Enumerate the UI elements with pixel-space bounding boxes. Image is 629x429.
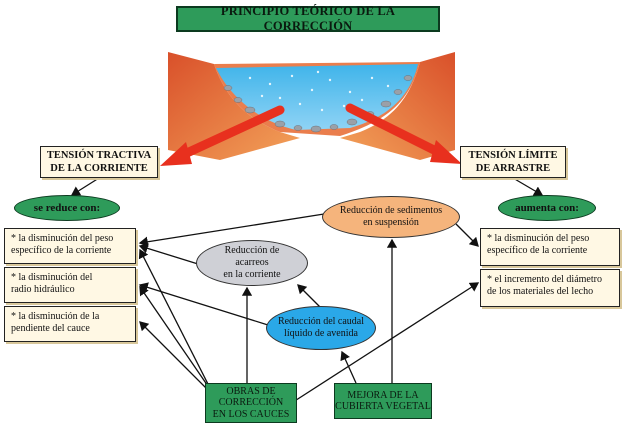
node-line: en suspensión [363,217,419,228]
arrow-sedimentos-left [138,213,325,247]
condition-line: * el incremento del diámetro [487,274,602,285]
arrow-caudal-left [138,282,269,326]
bed-stones [223,75,413,133]
condition-line: * la disminución del peso [487,233,590,244]
right-bank-shape [340,52,455,160]
action-line: OBRAS DE [226,385,276,397]
left-bank-shape [168,52,300,160]
tension-limite-line1: TENSIÓN LÍMITE [468,150,558,161]
node-line: en la corriente [223,269,281,280]
red-arrow-left [160,105,285,166]
arrow-acarreos-left [138,243,199,265]
node-line: Reducción de sedimentos [339,205,443,216]
condition-line: específico de la corriente [11,245,112,256]
tension-tractiva-line1: TENSIÓN TRACTIVA [46,150,152,161]
limite-conditions-list: * la disminución del peso específico de … [480,228,620,310]
reduccion-sedimentos-node: Reducción de sedimentos en suspensión [322,196,460,238]
se-reduce-label: se reduce con: [14,195,120,221]
arrow-obras-list1 [138,248,211,389]
tractiva-condition-item: * la disminución del radio hidráulico [4,267,136,303]
node-line: líquido de avenida [284,328,358,339]
limite-condition-item: * el incremento del diámetro de los mate… [480,269,620,307]
obras-correccion-box: OBRAS DE CORRECCIÓN EN LOS CAUCES [205,383,297,423]
condition-line: * la disminución del [11,272,93,283]
condition-line: * la disminución del peso [11,233,114,244]
connector-tractiva-reduce [70,177,100,196]
arrow-obras-list2 [139,285,213,393]
condition-line: * la disminución de la [11,311,100,322]
tractiva-conditions-list: * la disminución del peso específico de … [4,228,136,345]
tension-limite-line2: DE ARRASTRE [475,163,551,174]
tension-tractiva-box: TENSIÓN TRACTIVA DE LA CORRIENTE [40,146,158,178]
aumenta-label: aumenta con: [498,195,596,221]
connector-limite-aumenta [512,177,544,196]
red-arrow-right [345,103,462,164]
tractiva-condition-item: * la disminución del peso específico de … [4,228,136,264]
water-flecks [248,70,390,112]
reduccion-caudal-node: Reducción del caudal líquido de avenida [266,306,376,350]
condition-line: pendiente del cauce [11,323,90,334]
action-line: EN LOS CAUCES [212,408,290,420]
limite-condition-item: * la disminución del peso específico de … [480,228,620,266]
arrow-obras-right [289,282,480,405]
node-line: Reducción del caudal [277,316,365,327]
tension-limite-box: TENSIÓN LÍMITE DE ARRASTRE [460,146,566,178]
condition-line: de los materiales del lecho [487,286,594,297]
diagram-title: PRINCIPIO TEÓRICO DE LA CORRECCIÓN [176,4,440,33]
arrow-mejora-caudal [340,350,357,384]
action-line: CUBIERTA VEGETAL [335,401,431,412]
arrow-sedimentos-right [455,223,479,247]
arrow-obras-list3 [139,321,215,397]
tractiva-condition-item: * la disminución de la pendiente del cau… [4,306,136,342]
action-line: CORRECCIÓN [218,397,284,409]
node-line: Reducción de acarreos [224,245,280,268]
tension-tractiva-line2: DE LA CORRIENTE [50,163,148,174]
condition-line: específico de la corriente [487,245,588,256]
arrow-caudal-acarreos [297,284,321,308]
reduccion-acarreos-node: Reducción de acarreos en la corriente [196,240,308,286]
condition-line: radio hidráulico [11,284,75,295]
mejora-cubierta-box: MEJORA DE LA CUBIERTA VEGETAL [334,383,432,419]
action-line: MEJORA DE LA [347,389,419,401]
